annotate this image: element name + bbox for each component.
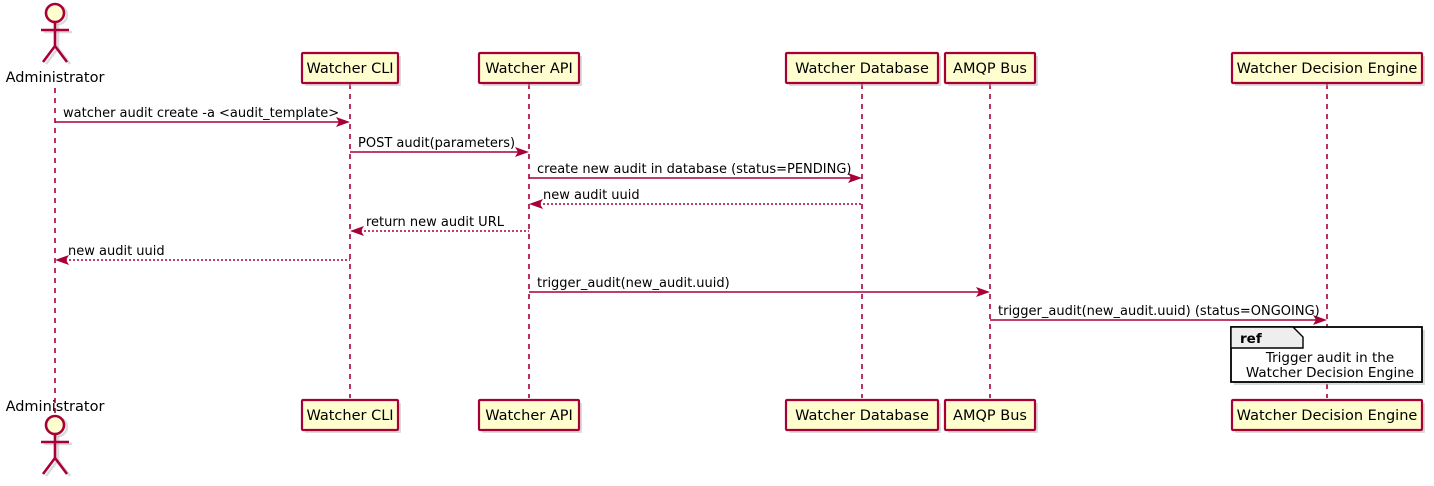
- message-create-new-audit: create new audit in database (status=PEN…: [529, 162, 862, 183]
- message-new-audit-uuid-db-label: new audit uuid: [543, 188, 640, 203]
- participant-watcher-database-top-label: Watcher Database: [795, 61, 929, 77]
- actor-administrator-bottom-label: Administrator: [6, 399, 105, 415]
- message-trigger-audit-ongoing-label: trigger_audit(new_audit.uuid) (status=ON…: [998, 304, 1320, 319]
- message-create-new-audit-label: create new audit in database (status=PEN…: [537, 162, 852, 177]
- participant-watcher-api-bottom-label: Watcher API: [485, 408, 573, 424]
- participant-watcher-api-top-label: Watcher API: [485, 61, 573, 77]
- ref-fragment-line-1: Trigger audit in the: [1265, 350, 1394, 366]
- participant-watcher-cli-bottom[interactable]: Watcher CLI: [300, 398, 401, 433]
- participant-amqp-bus-top-label: AMQP Bus: [953, 61, 1027, 77]
- message-post-audit: POST audit(parameters): [350, 136, 529, 157]
- participant-watcher-decision-engine-top-label: Watcher Decision Engine: [1237, 61, 1418, 77]
- actor-administrator-top-label: Administrator: [6, 70, 105, 86]
- participant-watcher-database-top[interactable]: Watcher Database: [784, 51, 941, 86]
- actor-administrator-bottom[interactable]: Administrator: [6, 399, 105, 477]
- ref-fragment-trigger-audit[interactable]: ref Trigger audit in the Watcher Decisio…: [1230, 326, 1425, 385]
- message-return-new-audit-url-label: return new audit URL: [366, 215, 505, 230]
- message-new-audit-uuid-db: new audit uuid: [529, 188, 862, 209]
- actor-administrator-top[interactable]: Administrator: [6, 2, 105, 86]
- ref-fragment-line-2: Watcher Decision Engine: [1246, 365, 1414, 381]
- message-return-new-audit-url: return new audit URL: [350, 215, 529, 236]
- participant-amqp-bus-bottom[interactable]: AMQP Bus: [943, 398, 1038, 433]
- ref-fragment-tab-label: ref: [1240, 331, 1262, 347]
- message-new-audit-uuid-cli-label: new audit uuid: [68, 244, 165, 259]
- participant-amqp-bus-bottom-label: AMQP Bus: [953, 408, 1027, 424]
- participant-watcher-cli-top[interactable]: Watcher CLI: [300, 51, 401, 86]
- message-watcher-audit-create: watcher audit create -a <audit_template>: [55, 106, 350, 127]
- participant-watcher-api-top[interactable]: Watcher API: [477, 51, 582, 86]
- participant-watcher-api-bottom[interactable]: Watcher API: [477, 398, 582, 433]
- message-new-audit-uuid-cli: new audit uuid: [55, 244, 350, 265]
- message-trigger-audit-ongoing: trigger_audit(new_audit.uuid) (status=ON…: [990, 304, 1327, 325]
- actor-administrator-bottom-figure: [41, 414, 69, 475]
- participant-watcher-decision-engine-top[interactable]: Watcher Decision Engine: [1230, 51, 1425, 86]
- participant-watcher-cli-top-label: Watcher CLI: [306, 61, 393, 77]
- actor-administrator-top-figure: [41, 2, 69, 63]
- message-trigger-audit: trigger_audit(new_audit.uuid): [529, 276, 990, 297]
- message-watcher-audit-create-label: watcher audit create -a <audit_template>: [63, 106, 339, 121]
- participant-amqp-bus-top[interactable]: AMQP Bus: [943, 51, 1038, 86]
- participant-watcher-cli-bottom-label: Watcher CLI: [306, 408, 393, 424]
- participant-watcher-database-bottom-label: Watcher Database: [795, 408, 929, 424]
- message-trigger-audit-label: trigger_audit(new_audit.uuid): [537, 276, 730, 291]
- message-post-audit-label: POST audit(parameters): [358, 136, 515, 151]
- participant-watcher-database-bottom[interactable]: Watcher Database: [784, 398, 941, 433]
- lifelines-group: [54, 84, 1328, 425]
- participant-watcher-decision-engine-bottom[interactable]: Watcher Decision Engine: [1230, 398, 1425, 433]
- participant-watcher-decision-engine-bottom-label: Watcher Decision Engine: [1237, 408, 1418, 424]
